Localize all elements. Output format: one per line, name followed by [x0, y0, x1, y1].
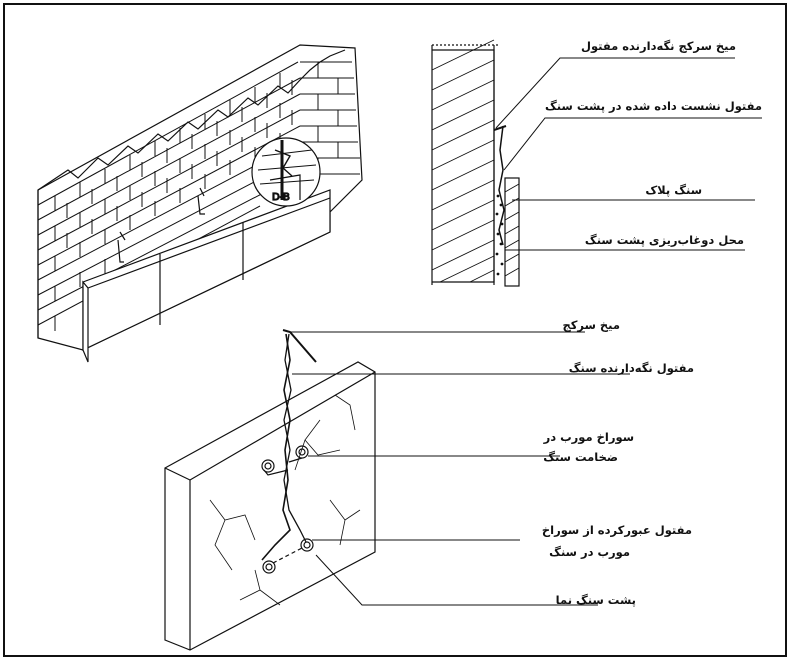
- label-stone-back: پشت سنگ نما: [556, 593, 636, 607]
- label-holding-wire: مفتول نگه‌دارنده سنگ: [569, 361, 694, 376]
- label-wire-through-line2: مورب در سنگ: [549, 545, 630, 560]
- label-slab: سنگ پلاک: [645, 183, 702, 197]
- label-hole-line2: ضخامت سنگ: [543, 450, 618, 464]
- label-pin: میخ سرکج: [562, 318, 620, 332]
- section-detail: [431, 39, 520, 287]
- label-grout: محل دوغاب‌ریزی پشت سنگ: [585, 233, 744, 248]
- leader-lines-top: [495, 57, 762, 251]
- label-anchor-pin: میخ سرکج نگه‌دارنده مفتول: [581, 39, 736, 54]
- stone-slab: [164, 329, 376, 651]
- brick-wall: [37, 44, 363, 363]
- label-hole-line1: سوراخ مورب در: [543, 430, 634, 445]
- leader-lines-bottom: [290, 331, 630, 606]
- labels: میخ سرکج نگه‌دارنده مفتول مفتول نشست داد…: [542, 39, 762, 607]
- figure-frame: [3, 3, 787, 657]
- detail-reference-label: D-B: [272, 192, 290, 203]
- label-wire-set: مفتول نشست داده شده در پشت سنگ: [545, 99, 762, 114]
- label-wire-through-line1: مفتول عبورکرده از سوراخ: [542, 523, 692, 538]
